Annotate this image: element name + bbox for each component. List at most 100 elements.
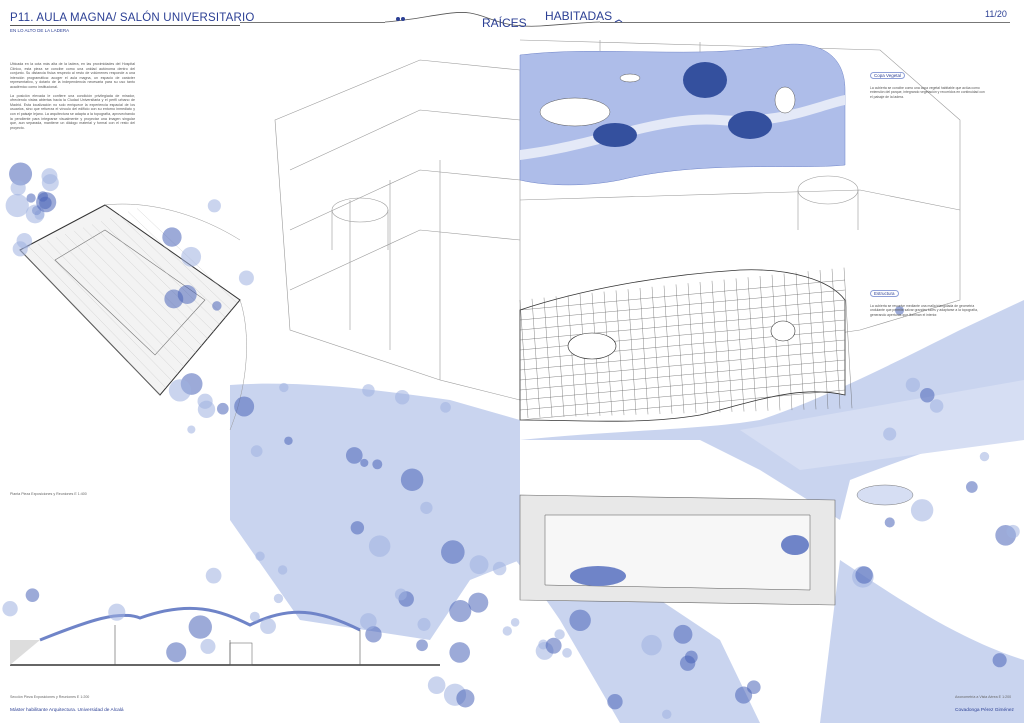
- tree-canopy: [36, 192, 57, 213]
- tree-canopy: [469, 555, 489, 575]
- footer-author: Covadonga Pérez Giménez: [955, 708, 1014, 713]
- tree-canopy: [350, 521, 365, 535]
- tree-canopy: [979, 451, 990, 462]
- tree-canopy: [673, 624, 693, 644]
- header-rule: [600, 22, 1010, 23]
- tree-canopy: [920, 388, 935, 403]
- tree-canopy: [9, 162, 33, 186]
- tree-canopy: [965, 481, 978, 493]
- tree-canopy: [249, 611, 260, 622]
- tree-canopy: [562, 647, 572, 658]
- roof-garden-render: [519, 43, 846, 186]
- tree-canopy: [440, 402, 451, 413]
- roof-vegetation: [728, 111, 772, 139]
- mesh-opening: [567, 332, 617, 360]
- pavilion-axonometric: [519, 484, 914, 606]
- tree-canopy: [360, 458, 369, 468]
- tree-canopy: [895, 305, 904, 315]
- tree-canopy: [607, 694, 623, 710]
- tree-canopy: [1006, 524, 1020, 539]
- tree-canopy: [449, 642, 471, 663]
- tree-canopy: [468, 592, 489, 613]
- project-description: Ubicada en la cota más alta de la ladera…: [10, 62, 135, 134]
- tree-canopy: [25, 588, 40, 602]
- tree-canopy: [260, 618, 276, 635]
- tree-canopy: [554, 629, 565, 640]
- tree-canopy: [108, 603, 126, 621]
- tree-canopy: [545, 637, 562, 654]
- park-ground-area: [230, 383, 520, 640]
- annotation-label: Copa Vegetal: [870, 72, 906, 79]
- tree-canopy: [187, 425, 196, 434]
- tree-canopy: [502, 626, 512, 636]
- series-title-habitadas: HABITADAS: [545, 9, 613, 23]
- tree-canopy: [427, 676, 446, 695]
- annotation-text: La cubierta se resuelve mediante una mal…: [870, 304, 979, 317]
- tree-canopy: [207, 199, 221, 213]
- tree-canopy: [26, 193, 36, 203]
- header-wave: [384, 12, 623, 27]
- tree-canopy: [395, 390, 410, 405]
- annotation-copa-vegetal: Copa Vegetal La cubierta se concibe como…: [870, 64, 988, 99]
- floor-plan-drawing: [19, 203, 247, 431]
- roof-skylight: [619, 73, 641, 83]
- tree-canopy: [569, 609, 591, 632]
- tree-canopy: [679, 655, 696, 671]
- park-ground-area: [820, 560, 1024, 723]
- roof-skylight: [539, 97, 611, 127]
- tree-canopy: [400, 468, 424, 492]
- axonometric-caption: Axonometría a Vista Aérea E 1:200: [955, 695, 1012, 699]
- title-underline: [10, 25, 240, 26]
- tree-canopy: [41, 174, 59, 192]
- tree-canopy: [662, 709, 672, 720]
- tree-canopy: [420, 501, 433, 514]
- tree-canopy: [735, 686, 753, 704]
- tree-canopy: [883, 427, 897, 441]
- tree-canopy: [188, 615, 212, 639]
- tree-canopy: [212, 301, 222, 311]
- tree-canopy: [277, 565, 288, 575]
- tree-canopy: [905, 377, 921, 392]
- section-drawing: [10, 606, 440, 666]
- tree-canopy: [992, 653, 1007, 668]
- bird-icon: [396, 17, 405, 21]
- tree-canopy: [205, 567, 222, 584]
- roof-structure-mesh: [519, 267, 853, 422]
- trees: [2, 162, 1020, 720]
- series-title-raices: RAÍCES: [482, 16, 527, 30]
- tree-canopy: [362, 384, 375, 397]
- tree-canopy: [234, 396, 255, 417]
- park-ground-area: [740, 380, 1024, 470]
- tree-canopy: [492, 561, 507, 576]
- tree-canopy: [197, 400, 216, 419]
- tree-canopy: [250, 445, 263, 457]
- roof-path: [520, 95, 845, 160]
- tree-canopy: [441, 540, 465, 564]
- tree-canopy: [5, 193, 29, 218]
- roof-vegetation: [683, 62, 727, 98]
- annotation-text: La cubierta se concibe como una copa veg…: [870, 86, 985, 99]
- tree-canopy: [417, 617, 431, 631]
- tree-canopy: [273, 593, 284, 604]
- page-subtitle: EN LO ALTO DE LA LADERA: [10, 28, 70, 33]
- tree-canopy: [884, 517, 895, 528]
- description-paragraph: Ubicada en la cota más alta de la ladera…: [10, 62, 135, 89]
- tree-canopy: [284, 436, 293, 446]
- section-caption: Sección Pieza Exposiciones y Reuniones E…: [10, 695, 90, 699]
- tree-canopy: [216, 402, 229, 415]
- header-rule: [240, 22, 385, 23]
- page-number: 11/20: [985, 9, 1007, 19]
- tree-canopy: [456, 689, 475, 708]
- plan-caption: Planta Pieza Exposiciones y Reuniones E …: [10, 492, 87, 496]
- tree-canopy: [929, 399, 944, 413]
- tree-canopy: [746, 680, 761, 695]
- footer-program: Máster habilitante Arquitectura. Univers…: [10, 708, 124, 713]
- tree-canopy: [345, 447, 363, 464]
- description-paragraph: La posición elevada le confiere una cond…: [10, 93, 135, 130]
- tree-canopy: [200, 638, 216, 654]
- tree-canopy: [538, 639, 549, 650]
- page-title: P11. AULA MAGNA/ SALÓN UNIVERSITARIO: [10, 12, 255, 24]
- tree-canopy: [177, 284, 197, 304]
